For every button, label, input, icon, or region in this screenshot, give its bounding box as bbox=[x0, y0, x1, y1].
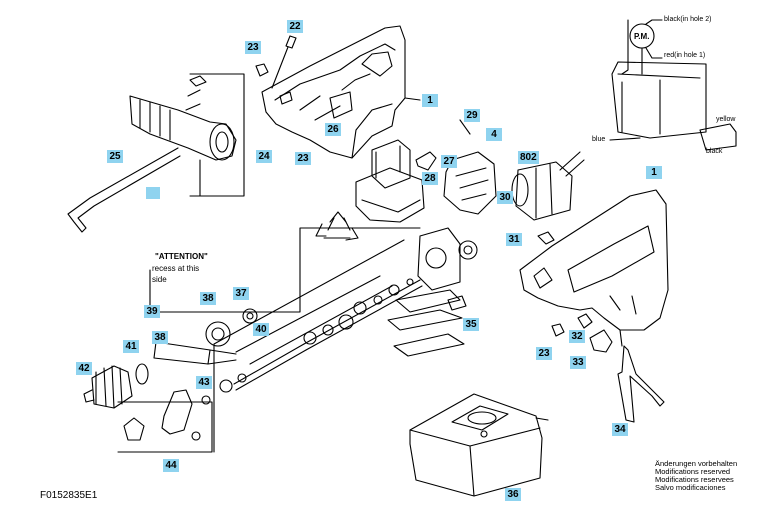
brackets-35 bbox=[387, 289, 467, 357]
callout-43: 43 bbox=[196, 376, 212, 389]
wiring-inset bbox=[609, 19, 737, 151]
wire-blue: blue bbox=[592, 136, 606, 143]
motor-pm-label: P.M. bbox=[634, 32, 650, 41]
callout-38-shaft: 38 bbox=[152, 331, 168, 344]
callout-34: 34 bbox=[612, 423, 628, 436]
callout-23-top: 23 bbox=[245, 41, 261, 54]
recycle-symbol bbox=[315, 211, 359, 241]
charger bbox=[409, 393, 549, 497]
document-id: F0152835E1 bbox=[40, 490, 98, 501]
nut-23-right bbox=[551, 323, 565, 337]
screw-22 bbox=[271, 35, 297, 89]
nut-23-top bbox=[255, 63, 269, 77]
callout-33: 33 bbox=[570, 356, 586, 369]
callout-36: 36 bbox=[505, 488, 521, 501]
callout-802: 802 bbox=[518, 151, 539, 164]
exploded-leaders bbox=[149, 227, 421, 453]
shaft-assembly bbox=[135, 278, 423, 393]
callout-24: 24 bbox=[256, 150, 272, 163]
wire-black-hole2: black(in hole 2) bbox=[664, 16, 712, 23]
callout-35: 35 bbox=[463, 318, 479, 331]
attention-title: "ATTENTION" bbox=[155, 252, 208, 261]
chuck bbox=[83, 365, 133, 409]
modifications-line-2: Modifications reserved bbox=[655, 467, 731, 476]
wire-black: black bbox=[706, 148, 723, 155]
part-33 bbox=[589, 329, 613, 353]
battery-pack bbox=[355, 139, 425, 223]
callout-28: 28 bbox=[422, 172, 438, 185]
switch-unit bbox=[415, 119, 497, 215]
callout-38-gear: 38 bbox=[200, 292, 216, 305]
callout-27: 27 bbox=[441, 155, 457, 168]
callout-30: 30 bbox=[497, 191, 513, 204]
housing-half-top bbox=[261, 25, 421, 159]
part-32 bbox=[577, 313, 593, 329]
callout-31: 31 bbox=[506, 233, 522, 246]
side-handle bbox=[129, 73, 245, 197]
bracket-44 bbox=[117, 389, 213, 453]
callout-23-right: 23 bbox=[536, 347, 552, 360]
callout-25: 25 bbox=[107, 150, 123, 163]
callout-26: 26 bbox=[325, 123, 341, 136]
callout-23-mid: 23 bbox=[295, 152, 311, 165]
wire-red-hole1: red(in hole 1) bbox=[664, 52, 706, 59]
callout-37: 37 bbox=[233, 287, 249, 300]
modifications-line-1: Änderungen vorbehalten bbox=[655, 459, 738, 468]
wire-yellow: yellow bbox=[716, 116, 736, 123]
depth-rod bbox=[67, 147, 181, 233]
modifications-line-4: Salvo modificaciones bbox=[655, 483, 726, 492]
callout-29: 29 bbox=[464, 109, 480, 122]
callout-1-right: 1 bbox=[646, 166, 662, 179]
callout-4: 4 bbox=[486, 128, 502, 141]
highlight-swatch bbox=[146, 187, 160, 199]
attention-line-1: recess at this bbox=[152, 264, 200, 273]
housing-half-right bbox=[519, 189, 669, 347]
callout-40: 40 bbox=[253, 323, 269, 336]
clip-31 bbox=[537, 231, 555, 245]
modifications-line-3: Modifications reservees bbox=[655, 475, 734, 484]
callout-1-top: 1 bbox=[422, 94, 438, 107]
attention-line-2: side bbox=[152, 275, 167, 284]
chuck-key bbox=[617, 345, 665, 423]
callout-22: 22 bbox=[287, 20, 303, 33]
callout-42: 42 bbox=[76, 362, 92, 375]
callout-32: 32 bbox=[569, 330, 585, 343]
callout-44: 44 bbox=[163, 459, 179, 472]
callout-39: 39 bbox=[144, 305, 160, 318]
gear-housing bbox=[417, 227, 478, 291]
motor bbox=[511, 151, 585, 221]
callout-41: 41 bbox=[123, 340, 139, 353]
